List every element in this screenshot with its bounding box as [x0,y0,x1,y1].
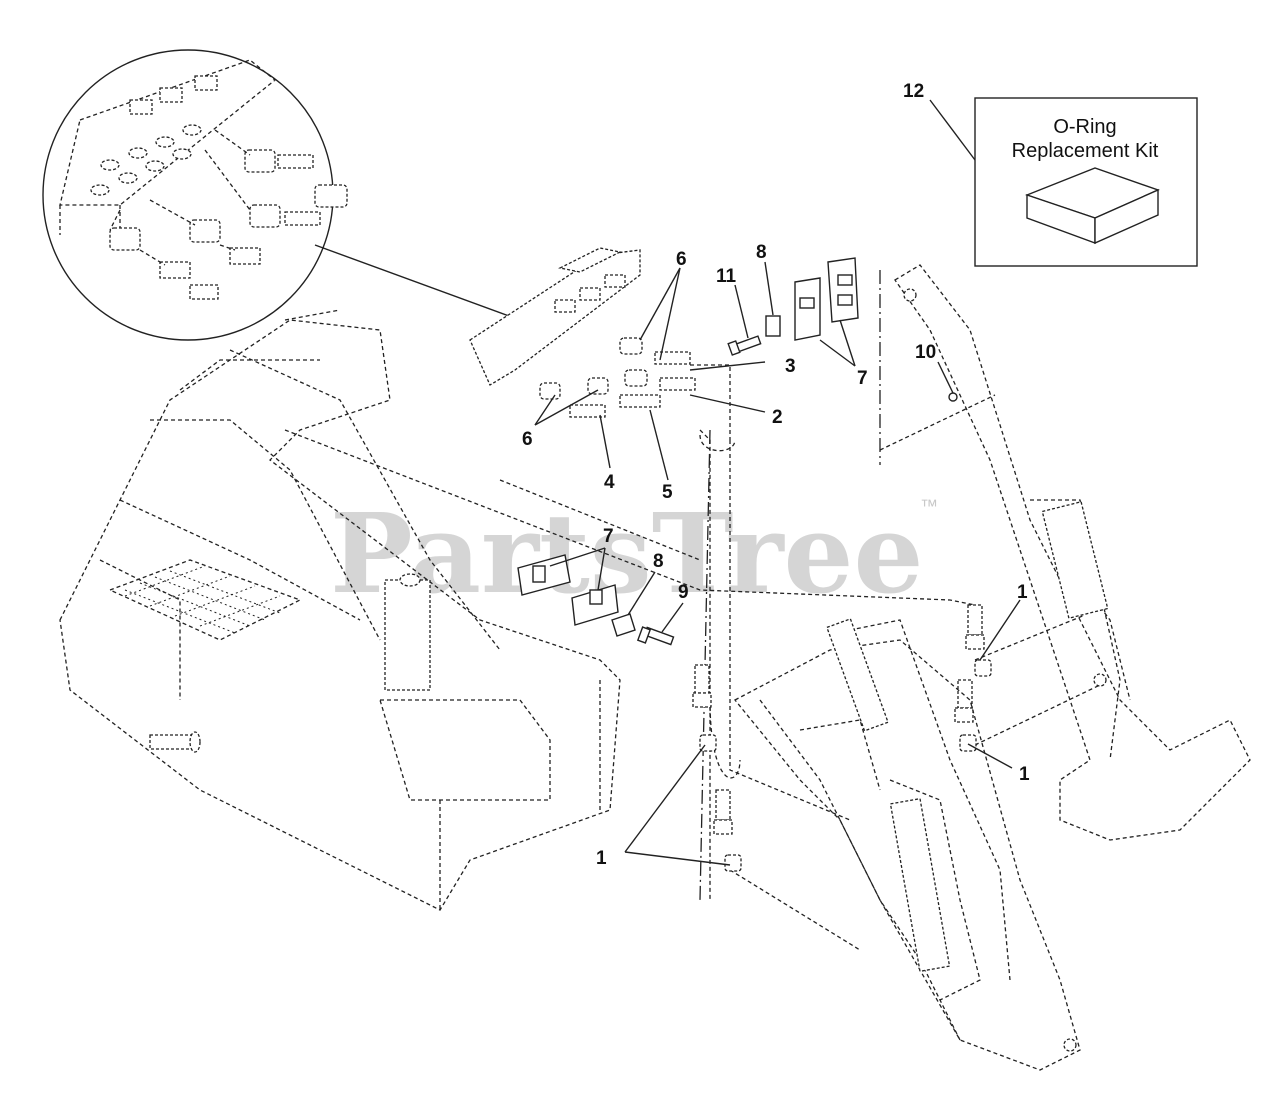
callout-1-right-upper: 1 [1017,582,1028,603]
callout-10: 10 [915,342,936,363]
callout-6-upper: 6 [676,249,687,270]
callout-11: 11 [716,266,737,287]
callout-4: 4 [604,472,615,493]
callout-1-right-lower: 1 [1019,764,1030,785]
callout-9: 9 [678,582,689,603]
shim-plate-lower [611,613,636,637]
callout-8-lower: 8 [653,551,664,572]
loader-arms [733,264,1251,1071]
tractor-frame [59,309,621,911]
bolt-lower [636,626,675,646]
hose-couplers [539,337,696,418]
detail-magnified-view [42,49,348,341]
watermark-trademark: ™ [920,496,938,516]
callout-5: 5 [662,482,673,503]
callout-labels: 12 6 8 11 10 3 7 2 6 4 5 7 8 9 1 1 1 [522,81,1030,869]
fitting-10 [948,392,958,402]
callout-2: 2 [772,407,783,428]
callout-12: 12 [903,81,924,102]
callout-8-upper: 8 [756,242,767,263]
callout-6-lower: 6 [522,429,533,450]
elbow-fittings [692,604,992,872]
kit-title: O-Ring [1053,116,1116,138]
callout-1-bottom: 1 [596,848,607,869]
oring-kit-box: O-Ring Replacement Kit [974,97,1198,267]
callout-7-lower: 7 [603,526,614,547]
valve-manifold [469,247,641,386]
spacer-blocks-lower [517,554,619,626]
bolt-upper [727,335,762,356]
callout-3: 3 [785,356,796,377]
callout-7-upper: 7 [857,368,868,389]
kit-subtitle: Replacement Kit [1012,140,1159,162]
spacer-blocks-upper [794,257,859,341]
kit-package-icon [1024,167,1160,245]
leader-lines [534,261,1021,866]
shim-plate-upper [765,315,781,337]
